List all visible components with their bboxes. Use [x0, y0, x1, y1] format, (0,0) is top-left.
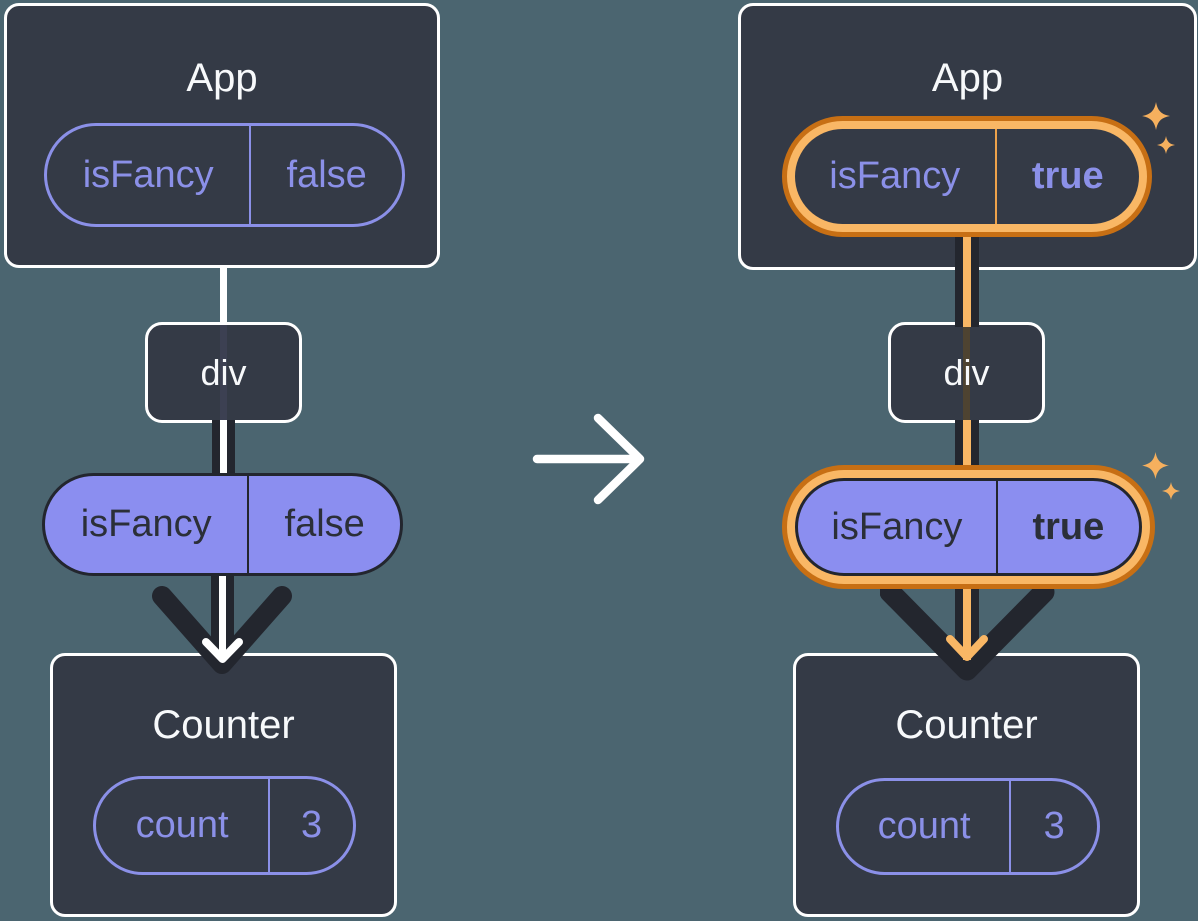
counter-node: Counter count 3 — [50, 653, 397, 917]
app-node: App isFancy false — [4, 3, 440, 268]
pill-divider — [994, 129, 997, 224]
state-name: count — [135, 804, 229, 846]
edge-ghost — [220, 325, 227, 420]
sparkle-icon — [1142, 452, 1180, 500]
component-title: Counter — [895, 703, 1038, 747]
state-name: count — [877, 805, 971, 847]
highlighted-passed-prop-pill: isFancy true — [782, 465, 1155, 589]
arrow-tip — [946, 635, 988, 661]
pill-divider — [249, 126, 252, 224]
edge-core — [220, 420, 227, 492]
transition-arrow-icon — [532, 413, 645, 505]
state-pill: count 3 — [93, 776, 356, 875]
prop-value: true — [1032, 505, 1105, 548]
transition-arrow-head — [593, 413, 645, 505]
prop-name: isFancy — [829, 155, 961, 197]
counter-node: Counter count 3 — [793, 653, 1140, 917]
edge-core — [963, 420, 971, 472]
edge-app-to-div — [220, 266, 227, 324]
pill-divider — [995, 481, 998, 573]
prop-flow-arrow — [880, 585, 1055, 681]
component-title: Counter — [152, 703, 295, 747]
edge-ghost — [963, 325, 970, 420]
pill-divider — [1009, 781, 1012, 872]
state-value: 3 — [301, 804, 323, 846]
state-value: 3 — [1043, 805, 1065, 847]
prop-value: false — [284, 503, 365, 545]
highlighted-prop-pill: isFancy true — [782, 116, 1152, 237]
prop-value: false — [286, 153, 367, 196]
element-name: div — [943, 351, 990, 393]
prop-name: isFancy — [80, 503, 212, 545]
element-name: div — [200, 351, 247, 393]
arrow-tip — [202, 638, 243, 663]
prop-name: isFancy — [82, 153, 214, 196]
state-pill: count 3 — [836, 778, 1100, 875]
arrow-chevron — [880, 585, 1055, 681]
pill-divider — [247, 476, 250, 573]
prop-name: isFancy — [831, 505, 963, 548]
prop-pill: isFancy false — [44, 123, 405, 227]
prop-value: true — [1031, 155, 1104, 197]
prop-flow-arrow — [152, 570, 292, 674]
component-title: App — [931, 56, 1004, 100]
arrow-chevron — [152, 586, 292, 674]
sparkle-icon — [1142, 102, 1175, 154]
pill-divider — [268, 779, 271, 872]
component-title: App — [186, 56, 258, 100]
div-node: div — [145, 322, 302, 423]
div-node: div — [888, 322, 1045, 423]
edge-core — [963, 234, 971, 327]
passed-prop-pill: isFancy false — [42, 473, 403, 576]
